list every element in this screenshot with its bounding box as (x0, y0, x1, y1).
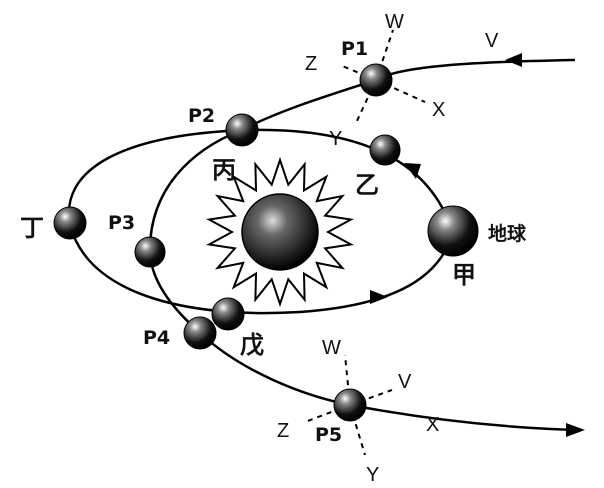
p1-comet-ball (359, 63, 393, 97)
label-incoming-v: V (485, 30, 499, 52)
label-p1-y: Y (329, 128, 342, 150)
label-yi: 乙 (355, 171, 379, 199)
label-wu: 戊 (240, 331, 264, 359)
p5-direction-lines (304, 354, 393, 456)
arrow-incoming (505, 53, 522, 67)
ding-planet-ball (53, 206, 87, 240)
arrow-outgoing (566, 423, 585, 437)
earth-ball (427, 205, 479, 257)
label-p5-w: W (322, 337, 341, 359)
label-p2: P2 (188, 105, 215, 127)
p2-comet-ball (225, 113, 259, 147)
label-p1-w: W (385, 11, 404, 33)
label-ding: 丁 (20, 214, 44, 242)
label-p3: P3 (108, 212, 135, 234)
sun-icon (206, 156, 354, 308)
label-p5-x: X (426, 414, 439, 436)
arrow-orbit-bottom (370, 290, 388, 304)
label-p5-v: V (398, 371, 412, 393)
p1-direction-lines (339, 29, 426, 124)
wu-planet-ball (211, 297, 245, 331)
label-p1-x: X (432, 99, 445, 121)
label-jia: 甲 (452, 261, 476, 289)
label-p1-z: Z (305, 53, 317, 75)
arrow-orbit-right (404, 163, 421, 179)
p5-comet-ball (333, 388, 367, 422)
p3-comet-ball (134, 236, 166, 268)
label-bing: 丙 (212, 156, 236, 184)
p4-comet-ball (183, 316, 217, 350)
label-p5-y: Y (366, 464, 379, 486)
label-earth: 地球 (488, 222, 527, 245)
label-p5-z: Z (277, 420, 289, 442)
yi-planet-ball (369, 134, 401, 166)
label-p5: P5 (315, 424, 342, 446)
label-p1: P1 (341, 38, 368, 60)
label-p4: P4 (143, 327, 170, 349)
